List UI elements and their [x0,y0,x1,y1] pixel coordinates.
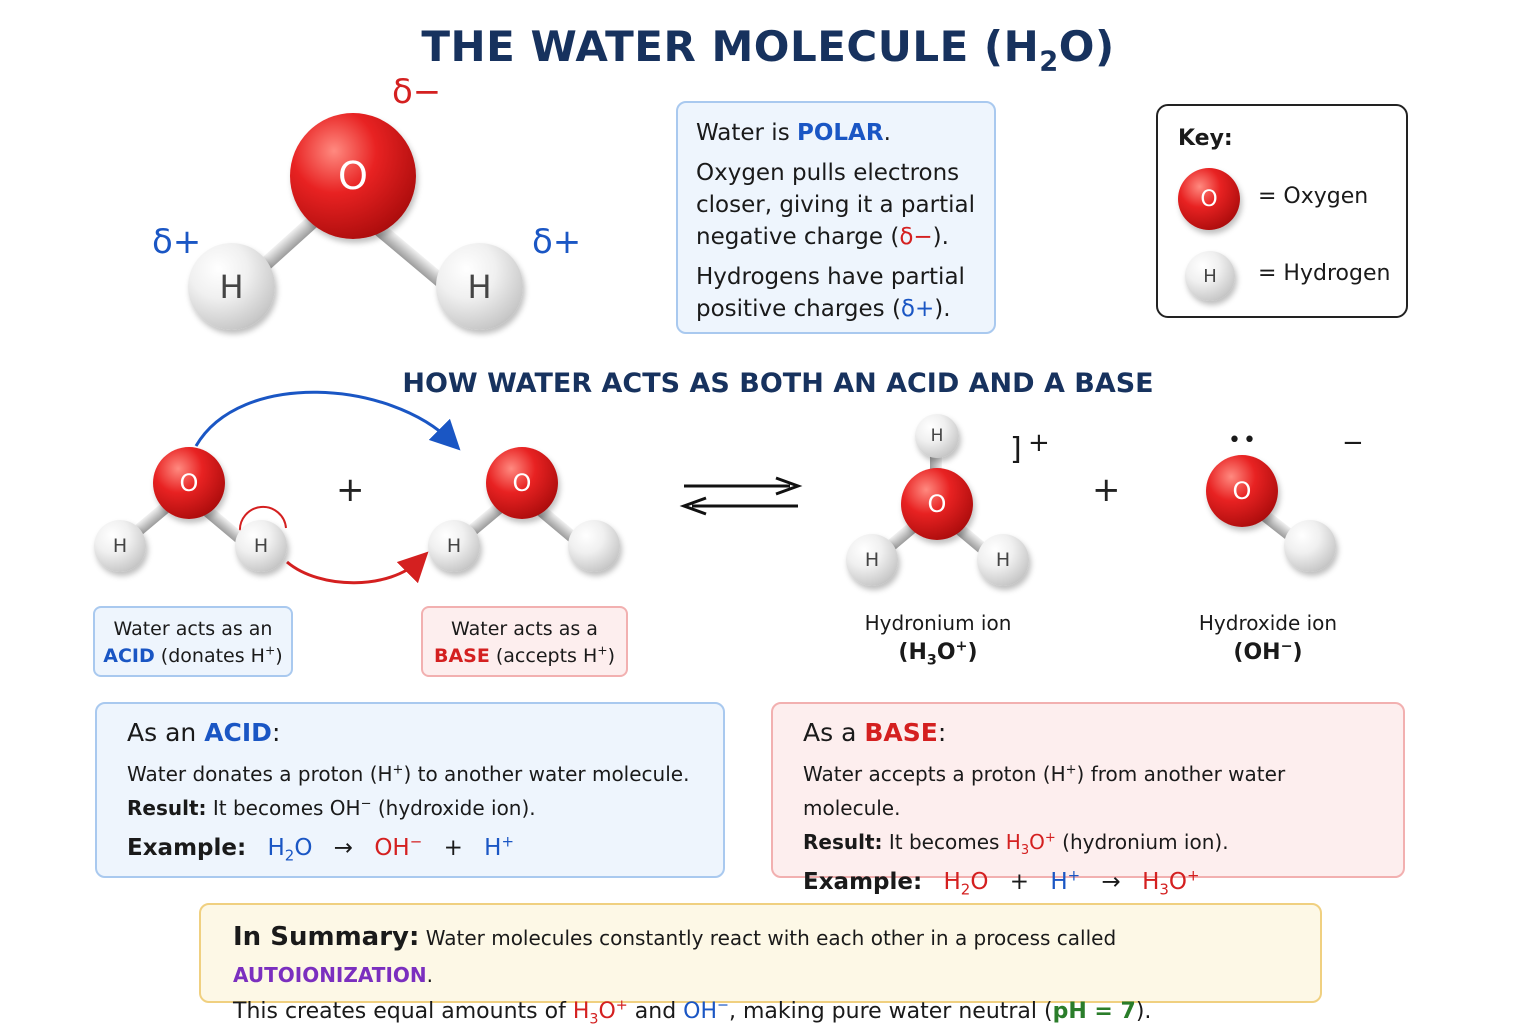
proton-transfer-arrow-red [286,551,429,585]
oxygen-atom: O [901,468,973,540]
base-result: Result: It becomes H3O+ (hydronium ion). [803,830,1229,858]
section-subtitle: HOW WATER ACTS AS BOTH AN ACID AND A BAS… [402,368,1154,399]
hydrogen-charge-line: Hydrogens have partial positive charges … [696,264,965,322]
hydroxide-formula: (OH−) [1233,638,1303,665]
hydroxide-name: Hydroxide ion [1198,611,1338,635]
hydrogen-atom: H [977,534,1029,586]
hydroxide-label: Hydroxide ion (OH−) [1168,608,1368,668]
base-heading: As a BASE: [803,718,947,747]
hydrogen-atom [1284,520,1336,572]
oxygen-atom: O [1206,455,1278,527]
key-hydrogen-icon: H [1185,251,1235,301]
oxygen-charge-line: Oxygen pulls electrons closer, giving it… [696,160,975,250]
lone-pair-electrons: •• [1228,428,1258,453]
base-info-box: As a BASE: Water accepts a proton (H+) f… [771,702,1405,897]
hydrogen-atom: H [428,520,480,572]
hydrogen-atom-left: H [188,243,275,330]
acid-role-line1: Water acts as an [113,618,273,640]
hydrogen-atom: H [915,414,959,458]
polar-line: Water is POLAR. [696,120,891,146]
positive-charge: + [1028,428,1050,458]
partial-negative-label: δ− [392,72,442,112]
base-example-equation: Example: H2O + H+ → H3O+ [803,866,1200,899]
key-hydrogen-label: = Hydrogen [1258,261,1391,286]
page-title: THE WATER MOLECULE (H2O) [421,22,1115,78]
oxygen-atom: O [153,447,225,519]
acid-example-equation: Example: H2O → OH− + H+ [127,832,514,865]
acid-role-line2: ACID (donates H+) [103,643,283,667]
summary-line1: In Summary: Water molecules constantly r… [233,922,1117,987]
summary-line2: This creates equal amounts of H3O+ and O… [233,997,1152,1024]
proton-transfer-arrow-blue [194,390,461,451]
hydronium-name: Hydronium ion [864,611,1012,635]
oxygen-atom: O [290,113,416,239]
charge-bracket: ] [1010,432,1022,467]
base-role-line2: BASE (accepts H+) [433,643,616,667]
hydrogen-atom: H [94,520,146,572]
acid-result: Result: It becomes OH− (hydroxide ion). [127,796,536,820]
donated-hydrogen-atom: H [235,520,287,572]
acid-heading: As an ACID: [127,718,281,747]
plus-sign: + [336,470,365,510]
partial-positive-label-left: δ+ [152,222,202,262]
base-description: Water accepts a proton (H+) from another… [803,762,1286,820]
oxygen-atom: O [486,447,558,519]
base-role-line1: Water acts as a [451,618,598,640]
summary-box: In Summary: Water molecules constantly r… [199,903,1322,1024]
negative-charge: − [1342,428,1364,458]
donated-proton-marker [238,505,287,533]
polarity-info-box: Water is POLAR. Oxygen pulls electrons c… [676,101,996,334]
key-title: Key: [1178,126,1233,151]
key-oxygen-label: = Oxygen [1258,184,1369,209]
partial-positive-label-right: δ+ [532,222,582,262]
plus-sign: + [1092,470,1121,510]
hydronium-formula: (H3O+) [898,638,978,669]
accepting-site-atom [568,520,620,572]
acid-role-label: Water acts as an ACID (donates H+) [93,606,293,677]
acid-description: Water donates a proton (H+) to another w… [127,762,690,786]
hydrogen-atom-right: H [436,243,523,330]
acid-info-box: As an ACID: Water donates a proton (H+) … [95,702,725,878]
legend-key: Key: O = Oxygen H = Hydrogen [1156,104,1408,318]
hydronium-label: Hydronium ion (H3O+) [838,608,1038,668]
key-oxygen-icon: O [1178,168,1240,230]
base-role-label: Water acts as a BASE (accepts H+) [421,606,628,677]
hydrogen-atom: H [846,534,898,586]
